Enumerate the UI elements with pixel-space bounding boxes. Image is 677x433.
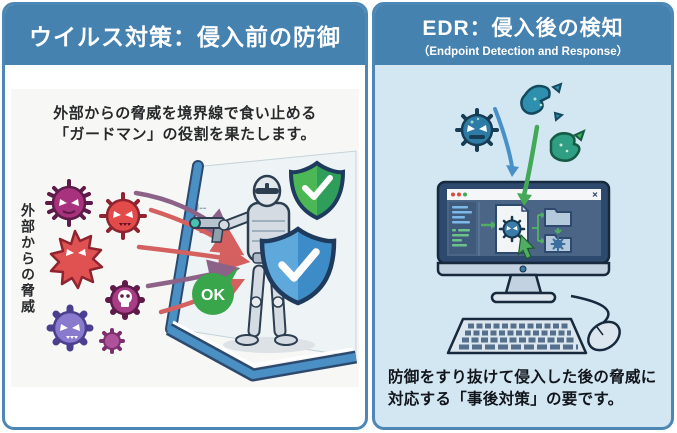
ok-label: OK — [201, 287, 225, 304]
quarantine-flow-arrows — [532, 214, 542, 242]
folder-quarantine-icon — [544, 234, 572, 253]
antivirus-caption-line2: 「ガードマン」の役割を果たします。 — [53, 126, 316, 143]
gear-small-icon — [99, 328, 125, 354]
guard-robot — [189, 174, 315, 353]
mouse-icon — [570, 294, 621, 352]
antivirus-header: ウイルス対策：侵入前の防御 — [5, 5, 365, 65]
virus-on-file-icon — [498, 215, 526, 243]
window-dot-red — [451, 192, 455, 197]
mouse-cable — [570, 294, 610, 324]
edr-header: EDR：侵入後の検知 （Endpoint Detection and Respo… — [375, 5, 671, 65]
antivirus-scene: _J-- — [45, 150, 358, 382]
shield-check-blue-icon — [259, 226, 337, 306]
gear-monster-icon — [46, 304, 94, 352]
edr-panel: EDR：侵入後の検知 （Endpoint Detection and Respo… — [372, 2, 674, 430]
edr-subtitle: （Endpoint Detection and Response） — [417, 45, 629, 58]
edr-caption-line1: 防御をすり抜けて侵入した後の脅威に — [388, 369, 657, 386]
threat-arrow — [136, 241, 251, 273]
virus-red-icon — [99, 192, 147, 240]
malware-icons — [45, 179, 147, 354]
antivirus-caption: 外部からの脅威を境界線で食い止める 「ガードマン」の役割を果たします。 — [11, 103, 359, 145]
intruding-malware — [455, 82, 586, 206]
intrusion-arrow-blue — [493, 107, 514, 169]
shield-check-green-icon — [288, 160, 346, 221]
virus-spiky-icon — [49, 229, 104, 290]
folder-icon — [544, 208, 572, 227]
cursor-icon — [517, 233, 536, 260]
edr-caption: 防御をすり抜けて侵入した後の脅威に 対応する「事後対策」の要です。 — [388, 367, 657, 410]
antivirus-illustration: _J-- — [11, 89, 359, 387]
window-dot-red — [457, 192, 461, 197]
keyboard-icon — [446, 317, 588, 355]
edr-title: EDR：侵入後の検知 — [422, 16, 624, 40]
external-threat-label: 外部からの脅威 — [20, 203, 36, 315]
close-icon — [592, 192, 598, 197]
edr-caption-line2: 対応する「事後対策」の要です。 — [388, 390, 624, 408]
intrusion-arrow-green — [521, 124, 540, 198]
antivirus-panel: ウイルス対策：侵入前の防御 — [2, 2, 368, 430]
malware-fragment-icon — [520, 82, 565, 122]
antivirus-title: ウイルス対策：侵入前の防御 — [29, 24, 341, 50]
edr-body: 防御をすり抜けて侵入した後の脅威に 対応する「事後対策」の要です。 — [375, 65, 671, 427]
virus-teal-icon — [455, 108, 499, 152]
antivirus-body: _J-- — [5, 65, 365, 427]
gear-skull-icon — [105, 280, 145, 320]
monitor-icon — [436, 180, 611, 304]
malware-fragment-green-icon — [549, 129, 586, 162]
virus-purple-icon — [45, 179, 93, 227]
window-dot-green — [463, 192, 467, 197]
ok-badge: OK — [192, 267, 239, 315]
threat-arrow — [145, 259, 241, 291]
edr-scene — [436, 82, 621, 355]
antivirus-caption-line1: 外部からの脅威を境界線で食い止める — [53, 105, 317, 122]
